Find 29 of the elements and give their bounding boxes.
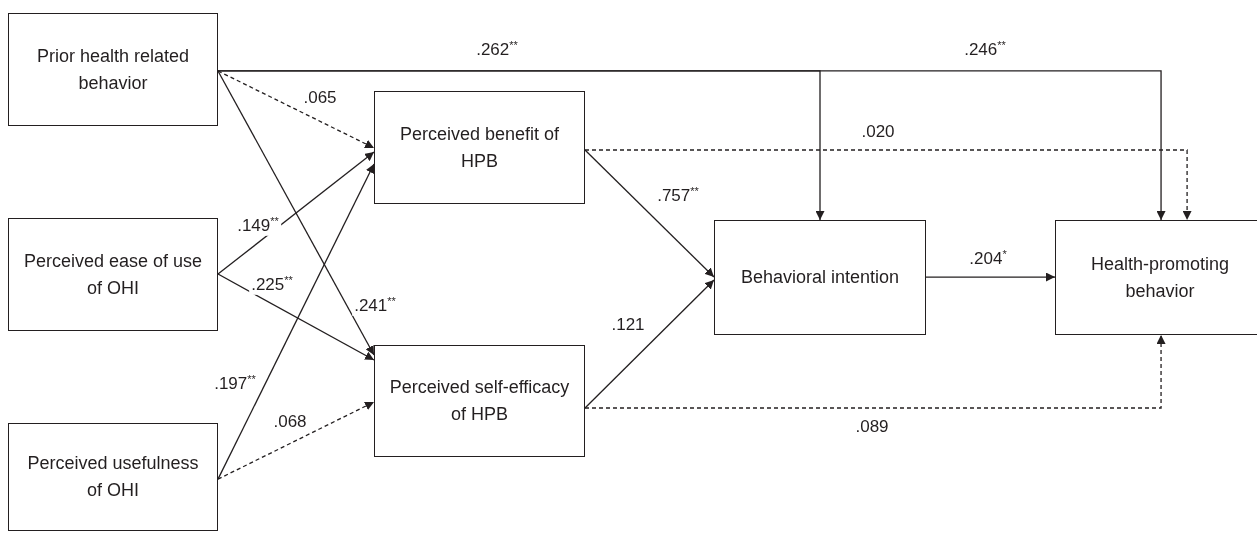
arrow	[217, 70, 1166, 221]
construct-label: Prior health related behavior	[35, 44, 191, 95]
construct-box	[8, 423, 218, 531]
path-coefficient: .241$^{**}$	[352, 295, 398, 317]
construct-label: Perceived usefulness of OHI	[26, 452, 200, 502]
arrow	[217, 163, 375, 480]
construct-box	[714, 220, 926, 335]
construct-label: Perceived benefit of HPB	[398, 122, 561, 173]
construct-box	[374, 91, 585, 204]
arrow	[584, 279, 715, 409]
construct-box	[8, 13, 218, 126]
construct-box	[8, 218, 218, 331]
arrow	[217, 273, 375, 361]
path-coefficient: .225$^{**}$	[249, 274, 295, 296]
construct-label: Perceived ease of use of OHI	[22, 249, 204, 300]
arrow	[584, 149, 715, 278]
arrow	[217, 151, 375, 275]
arrow	[217, 70, 375, 356]
arrow	[925, 272, 1056, 282]
construct-box	[1055, 220, 1257, 335]
construct-label: Health-promoting behavior	[1089, 252, 1231, 303]
path-coefficient: .149$^{**}$	[235, 215, 281, 237]
arrow	[217, 70, 375, 149]
arrow	[217, 401, 375, 480]
construct-label: Perceived self-efficacy of HPB	[388, 376, 571, 426]
arrow	[584, 149, 1192, 221]
construct-box	[374, 345, 585, 457]
construct-label: Behavioral intention	[740, 266, 900, 289]
arrow	[584, 334, 1166, 409]
